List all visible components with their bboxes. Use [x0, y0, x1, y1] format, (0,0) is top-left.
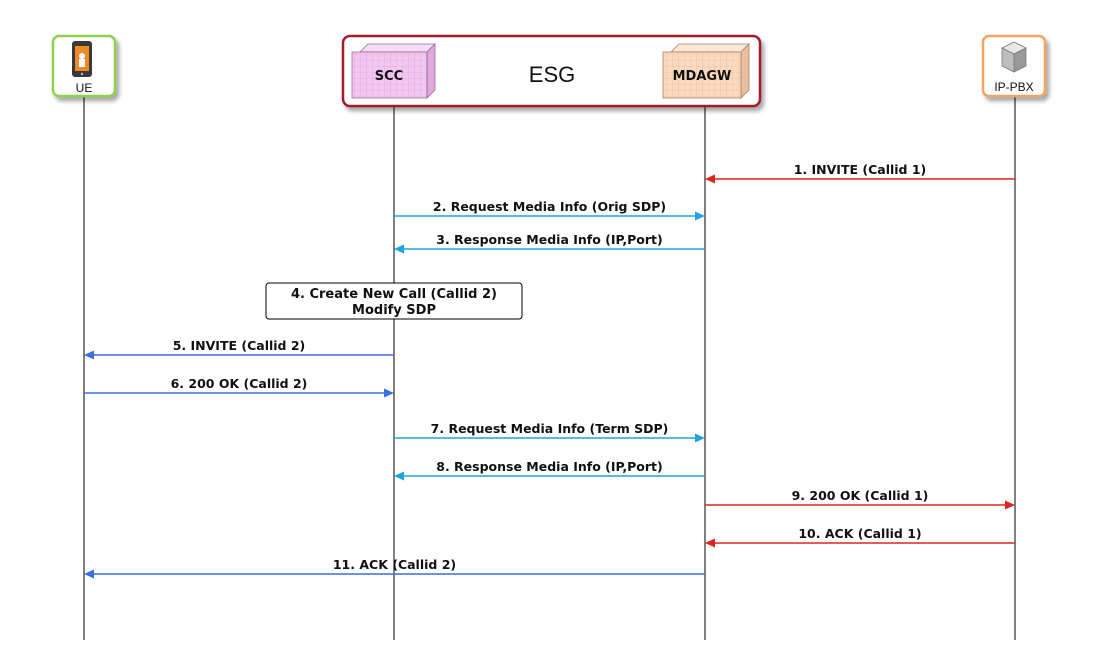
create-call-note: 4. Create New Call (Callid 2) Modify SDP	[265, 282, 523, 320]
arrowhead-icon	[84, 350, 94, 360]
mdagw-label: MDAGW	[673, 69, 732, 84]
message-9: 10. ACK (Callid 1)	[705, 526, 1015, 548]
message-label: 11. ACK (Callid 2)	[333, 557, 456, 572]
message-10: 11. ACK (Callid 2)	[84, 557, 705, 579]
scc-node: SCC	[351, 43, 436, 99]
message-label: 5. INVITE (Callid 2)	[173, 338, 306, 353]
message-1: 1. INVITE (Callid 1)	[705, 162, 1015, 184]
mobile-phone-icon	[72, 41, 92, 77]
message-2: 2. Request Media Info (Orig SDP)	[394, 199, 705, 221]
arrowhead-icon	[394, 471, 404, 481]
arrowhead-icon	[705, 538, 715, 548]
message-3: 3. Response Media Info (IP,Port)	[394, 232, 705, 254]
esg-label: ESG	[529, 62, 575, 87]
note-line-2: Modify SDP	[352, 303, 436, 318]
arrowhead-icon	[1005, 500, 1015, 510]
esg-container: ESG	[341, 34, 762, 108]
arrowhead-icon	[394, 244, 404, 254]
message-6: 7. Request Media Info (Term SDP)	[394, 421, 705, 443]
ue-label: UE	[76, 81, 93, 95]
message-label: 1. INVITE (Callid 1)	[794, 162, 927, 177]
message-7: 8. Response Media Info (IP,Port)	[394, 459, 705, 481]
mdagw-node: MDAGW	[662, 43, 750, 99]
ippbx-label: IP-PBX	[994, 80, 1033, 94]
message-4: 5. INVITE (Callid 2)	[84, 338, 394, 360]
message-label: 10. ACK (Callid 1)	[798, 526, 921, 541]
note-line-1: 4. Create New Call (Callid 2)	[291, 287, 497, 302]
message-8: 9. 200 OK (Callid 1)	[705, 488, 1015, 510]
arrowhead-icon	[695, 433, 705, 443]
message-label: 2. Request Media Info (Orig SDP)	[433, 199, 666, 214]
message-label: 8. Response Media Info (IP,Port)	[436, 459, 663, 474]
message-5: 6. 200 OK (Callid 2)	[84, 376, 394, 398]
arrowhead-icon	[84, 569, 94, 579]
message-label: 3. Response Media Info (IP,Port)	[436, 232, 663, 247]
server-cube-icon	[1001, 41, 1027, 73]
message-label: 7. Request Media Info (Term SDP)	[431, 421, 669, 436]
message-label: 6. 200 OK (Callid 2)	[171, 376, 308, 391]
messages: 1. INVITE (Callid 1) 2. Request Media Inf…	[84, 162, 1015, 579]
arrowhead-icon	[705, 174, 715, 184]
message-label: 9. 200 OK (Callid 1)	[792, 488, 929, 503]
scc-label: SCC	[375, 69, 403, 84]
ippbx-node: IP-PBX	[981, 34, 1047, 98]
ue-node: UE	[51, 34, 117, 98]
arrowhead-icon	[384, 388, 394, 398]
arrowhead-icon	[695, 211, 705, 221]
